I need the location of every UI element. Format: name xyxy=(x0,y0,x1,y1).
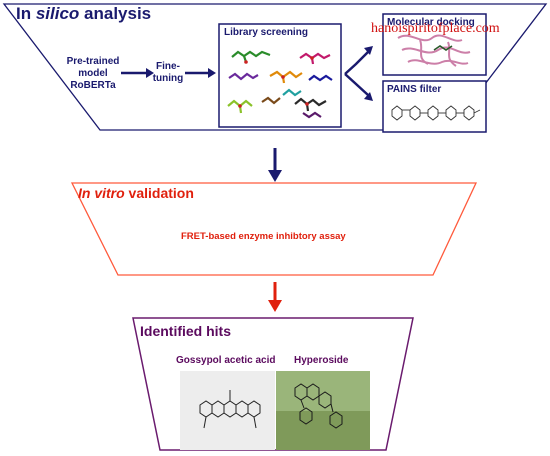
molecular-docking-label: Molecular docking xyxy=(387,17,475,28)
watermark-text: hanoispiritofplace.com xyxy=(371,21,500,36)
ligand-in-pocket xyxy=(433,45,453,51)
in-silico-title: In silico analysis xyxy=(16,4,152,23)
library-screening-label: Library screening xyxy=(224,27,308,38)
gossypol-structure-image xyxy=(199,390,261,429)
finetune-to-library-arrow xyxy=(185,68,216,78)
gossypol-label: Gossypol acetic acid xyxy=(176,355,276,366)
model-to-finetune-arrow xyxy=(121,68,154,78)
pains-structures-image xyxy=(391,105,481,121)
pretrained-model-label: Pre-trained model RoBERTa xyxy=(66,56,120,91)
hyperoside-structure-image xyxy=(294,383,343,429)
vitro-to-hits-arrow xyxy=(268,282,282,312)
in-vitro-title: In vitro validation xyxy=(78,185,194,201)
hyperoside-background-highlight xyxy=(276,371,370,411)
pains-filter-label: PAINS filter xyxy=(387,84,442,95)
silico-to-vitro-arrow xyxy=(268,148,282,182)
molecular-docking-box xyxy=(382,13,487,76)
fret-assay-label: FRET-based enzyme inhibtory assay xyxy=(181,231,346,242)
fine-tuning-label: Fine- tuning xyxy=(152,61,184,84)
protein-ribbon-image xyxy=(397,34,471,67)
library-branch-arrows xyxy=(344,46,373,101)
library-molecule-cluster xyxy=(227,50,333,119)
identified-hits-title: Identified hits xyxy=(140,323,231,339)
in-vitro-funnel xyxy=(70,182,478,276)
hyperoside-label: Hyperoside xyxy=(294,355,349,366)
gossypol-background-image xyxy=(180,371,275,450)
